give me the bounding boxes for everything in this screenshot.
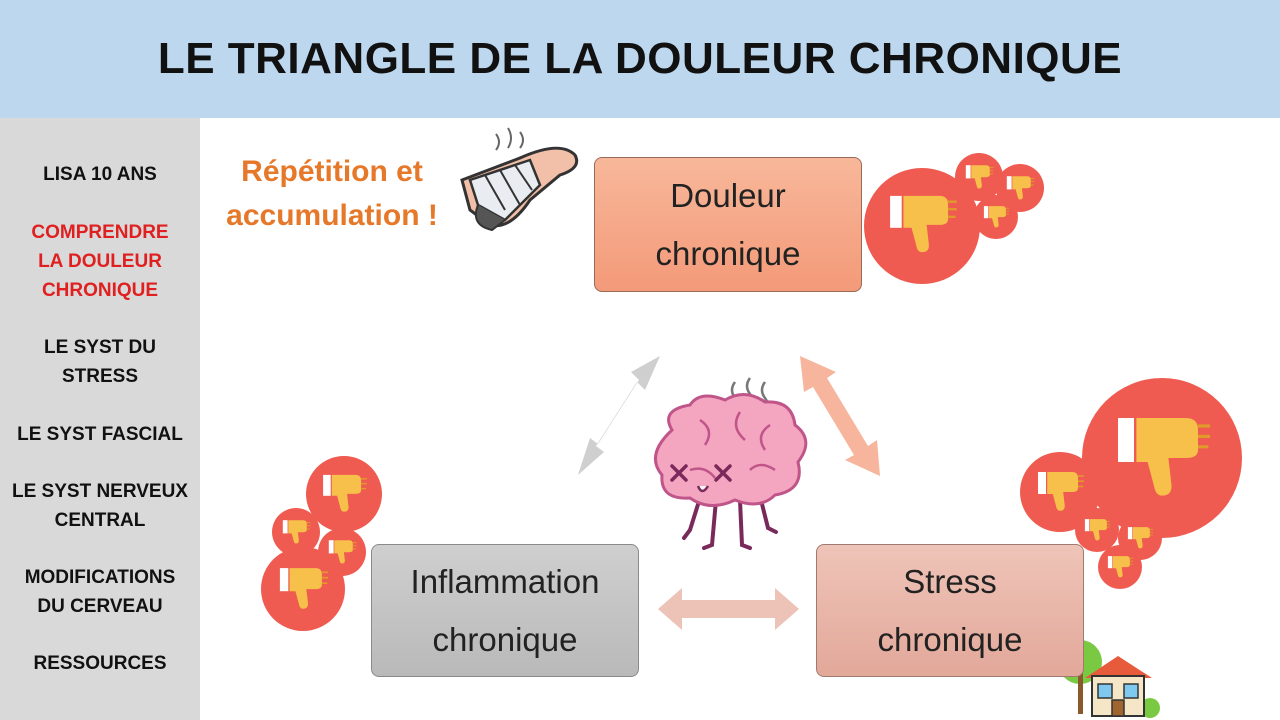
- sidebar-item-label: LE SYST FASCIAL: [17, 424, 183, 445]
- sidebar-item-label: LE SYST DU STRESS: [44, 337, 156, 387]
- sidebar-item-label: LE SYST NERVEUX CENTRAL: [12, 481, 188, 531]
- thumbs-down-icon: [261, 547, 345, 631]
- sidebar-item-fascial[interactable]: LE SYST FASCIAL: [0, 420, 200, 449]
- repetition-callout: Répétition et accumulation !: [226, 155, 438, 232]
- sidebar: LISA 10 ANS COMPRENDRE LA DOULEUR CHRONI…: [0, 118, 200, 720]
- node-douleur-chronique: Douleur chronique: [594, 157, 862, 292]
- arrow-pain-inflammation: [578, 356, 660, 475]
- sidebar-item-label: RESSOURCES: [33, 653, 167, 674]
- thumbs-down-icon: [272, 508, 320, 556]
- sidebar-item-nerveux[interactable]: LE SYST NERVEUX CENTRAL: [0, 477, 200, 535]
- thumbs-down-icon: [1082, 378, 1242, 538]
- sidebar-item-comprendre[interactable]: COMPRENDRE LA DOULEUR CHRONIQUE: [0, 218, 200, 305]
- sidebar-item-cerveau[interactable]: MODIFICATIONS DU CERVEAU: [0, 563, 200, 621]
- thumbs-down-icon: [1020, 452, 1100, 532]
- arrow-pain-stress: [800, 356, 880, 476]
- sidebar-item-label: COMPRENDRE LA DOULEUR CHRONIQUE: [31, 222, 169, 301]
- node-stress-chronique: Stress chronique: [816, 544, 1084, 677]
- thumbs-down-icon: [864, 168, 980, 284]
- sidebar-item-label: MODIFICATIONS DU CERVEAU: [24, 567, 176, 617]
- bandaged-foot-icon: [460, 127, 579, 232]
- thumbs-down-icon: [1098, 545, 1142, 589]
- arrow-inflammation-stress: [658, 588, 799, 630]
- thumbs-down-icon: [955, 153, 1003, 201]
- node-label: Stress chronique: [877, 562, 1023, 658]
- node-inflammation-chronique: Inflammation chronique: [371, 544, 639, 677]
- sidebar-item-label: LISA 10 ANS: [43, 164, 157, 185]
- thumbs-down-icon: [1075, 508, 1119, 552]
- node-label: Inflammation chronique: [410, 562, 600, 658]
- thumbs-down-icon: [306, 456, 382, 532]
- page-title: LE TRIANGLE DE LA DOULEUR CHRONIQUE: [157, 34, 1123, 83]
- sidebar-item-lisa[interactable]: LISA 10 ANS: [0, 160, 200, 189]
- sidebar-item-stress[interactable]: LE SYST DU STRESS: [0, 333, 200, 391]
- sick-brain-icon: [653, 377, 808, 550]
- sidebar-item-ressources[interactable]: RESSOURCES: [0, 649, 200, 678]
- header-bar: LE TRIANGLE DE LA DOULEUR CHRONIQUE: [0, 0, 1280, 118]
- thumbs-down-icon: [974, 195, 1018, 239]
- node-label: Douleur chronique: [655, 176, 801, 272]
